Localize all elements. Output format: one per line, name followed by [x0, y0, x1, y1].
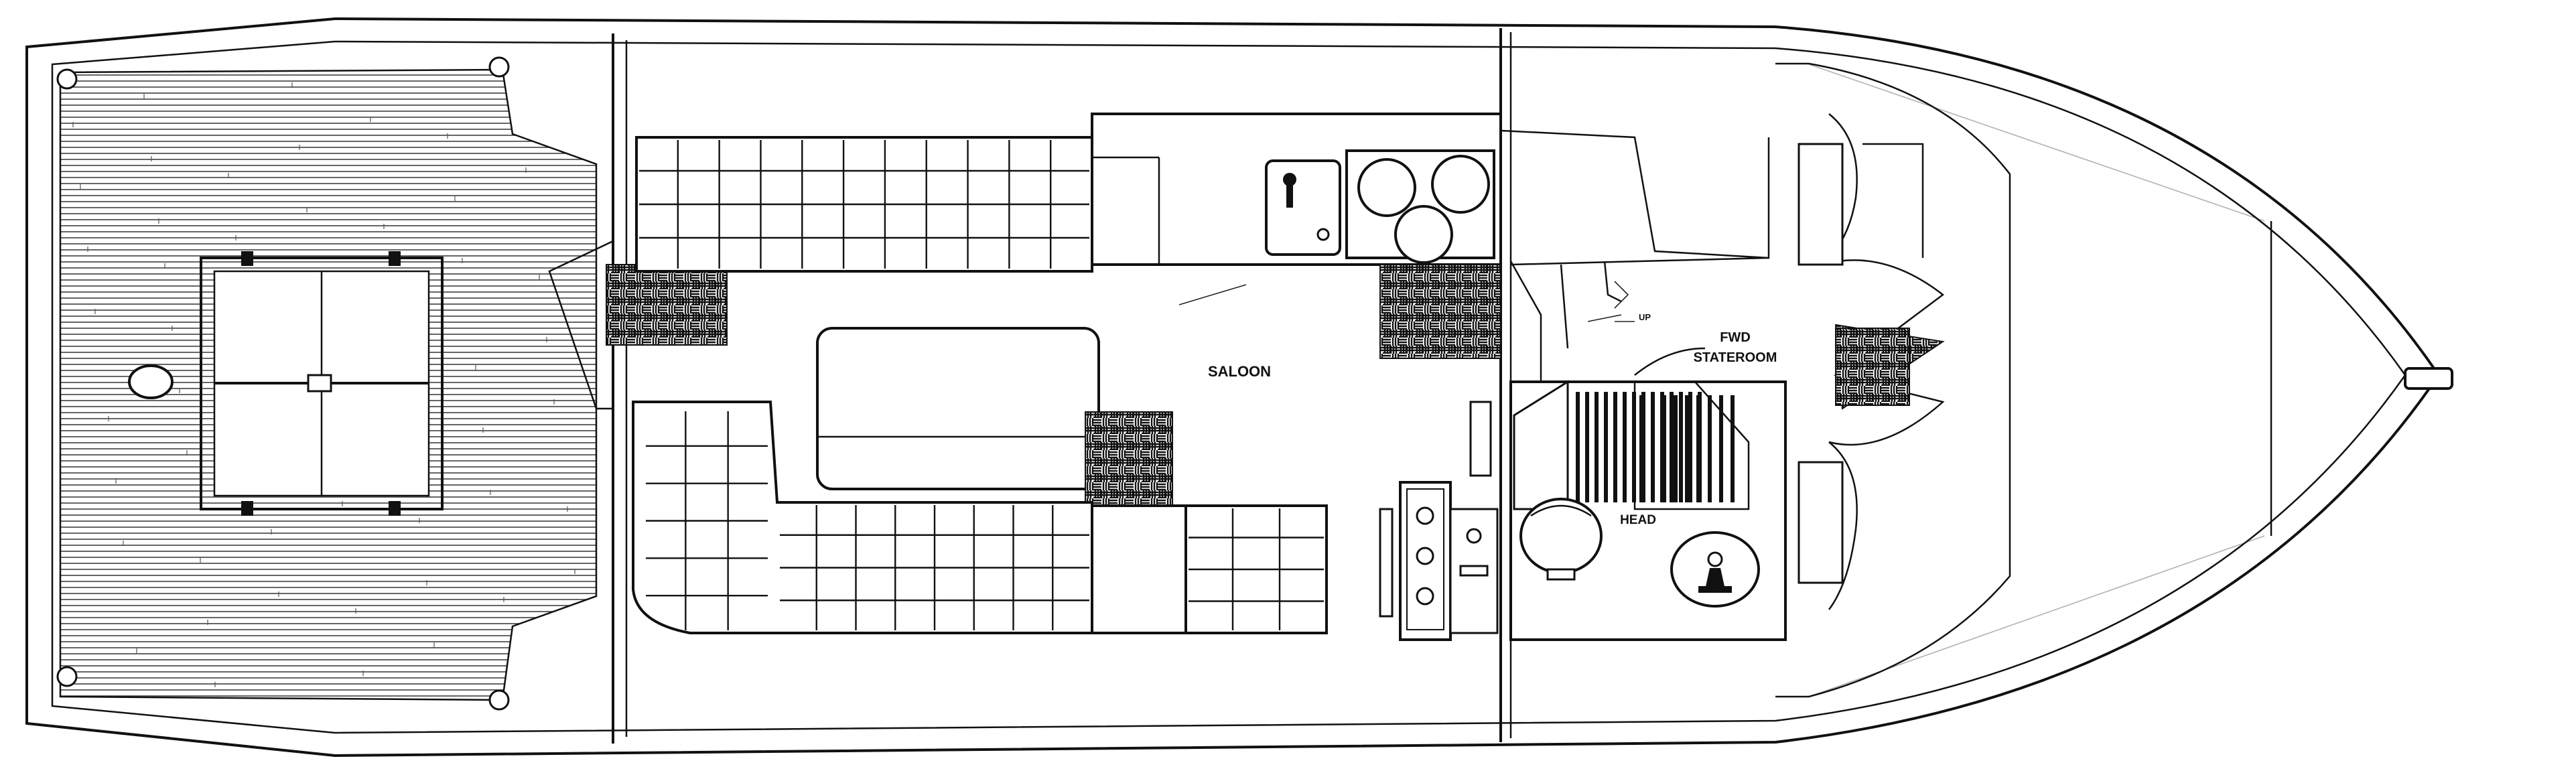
- companionway-steps: [548, 240, 614, 410]
- stateroom-label: STATEROOM: [1694, 350, 1777, 365]
- stove-burners: [1345, 149, 1495, 264]
- range-unit: [1399, 481, 1452, 641]
- up-label: UP: [1639, 312, 1651, 322]
- head-sink: [1670, 531, 1760, 608]
- lower-counter: [1091, 504, 1187, 634]
- toilet-icon: [1519, 498, 1603, 581]
- cleat-icon: [56, 666, 78, 687]
- saloon-table: [816, 327, 1100, 490]
- v-berth: [1775, 62, 2011, 698]
- deck-fill-cap: [128, 364, 174, 399]
- galley-sink: [1265, 159, 1341, 256]
- cleat-icon: [488, 56, 510, 78]
- cleat-icon: [56, 68, 78, 90]
- bow-stem: [2404, 367, 2453, 390]
- head-label: HEAD: [1620, 513, 1656, 527]
- fwd-label: FWD: [1720, 330, 1751, 345]
- upper-settee: [635, 136, 1093, 273]
- engine-hatch: [200, 251, 444, 516]
- cleat-icon: [488, 689, 510, 711]
- saloon-label: SALOON: [1208, 363, 1271, 380]
- lower-settee: [632, 401, 1093, 634]
